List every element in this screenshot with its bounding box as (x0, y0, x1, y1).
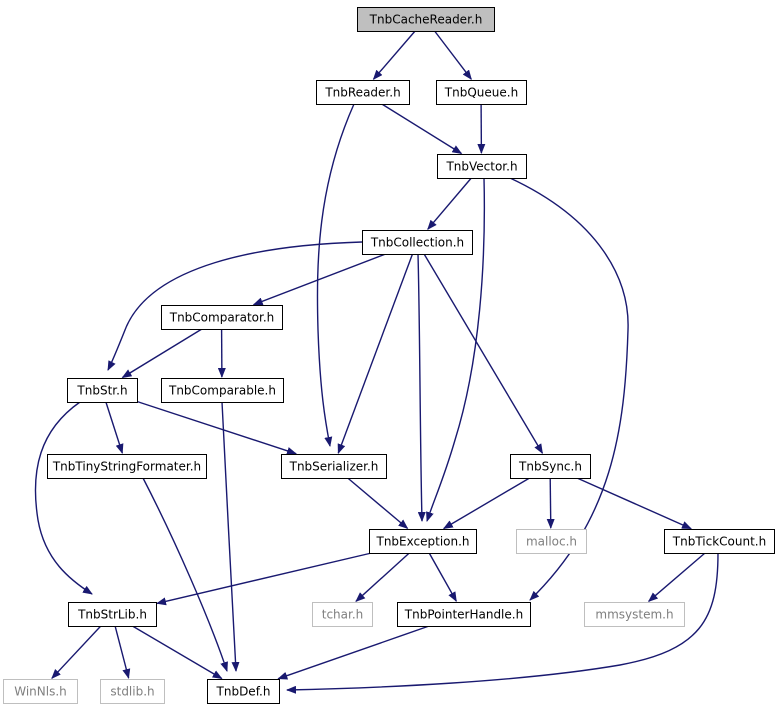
node-box (664, 529, 775, 554)
node-mmsystem: mmsystem.h (584, 602, 685, 627)
edge-collection-to-serializer (337, 253, 414, 455)
edge-serializer-to-exception (347, 477, 409, 530)
node-label: WinNls.h (14, 685, 67, 699)
edge-comparable-to-def (221, 401, 240, 672)
node-collection[interactable]: TnbCollection.h (362, 230, 473, 255)
edge-comparator-to-str (121, 328, 203, 379)
node-tchar: tchar.h (312, 602, 373, 627)
edge-tick-to-mmsystem (647, 552, 706, 602)
node-vector[interactable]: TnbVector.h (437, 154, 527, 179)
node-label: TnbCollection.h (370, 236, 464, 250)
node-box (161, 305, 283, 330)
node-box (3, 679, 78, 704)
node-label: malloc.h (526, 535, 577, 549)
node-box (397, 602, 531, 627)
node-box (67, 378, 138, 403)
edge-str-to-tiny (105, 401, 124, 454)
edge-exception-to-pointer (428, 552, 457, 602)
node-tiny[interactable]: TnbTinyStringFormater.h (47, 454, 207, 479)
edge-tiny-to-def (142, 477, 228, 672)
node-strlib[interactable]: TnbStrLib.h (68, 602, 157, 627)
edge-sync-to-exception (442, 477, 530, 530)
node-cache-reader[interactable]: TnbCacheReader.h (357, 7, 495, 32)
edge-collection-to-sync (423, 253, 544, 454)
node-label: TnbDef.h (216, 685, 271, 699)
edge-vector-to-pointer (509, 177, 629, 601)
node-serializer[interactable]: TnbSerializer.h (281, 454, 387, 479)
edge-exception-to-tchar (355, 552, 410, 602)
node-label: TnbSync.h (518, 460, 582, 474)
node-label: TnbComparator.h (169, 311, 275, 325)
node-label: TnbStr.h (76, 384, 127, 398)
node-box (312, 602, 373, 627)
node-label: TnbStrLib.h (77, 608, 147, 622)
node-comparable[interactable]: TnbComparable.h (161, 378, 284, 403)
node-label: TnbComparable.h (168, 384, 276, 398)
node-box (357, 7, 495, 32)
node-box (68, 602, 157, 627)
node-label: TnbTinyStringFormater.h (52, 460, 201, 474)
node-box (436, 80, 527, 105)
node-box (100, 679, 165, 704)
node-label: stdlib.h (110, 685, 154, 699)
node-tick[interactable]: TnbTickCount.h (664, 529, 775, 554)
node-winnls: WinNls.h (3, 679, 78, 704)
node-label: TnbVector.h (445, 160, 517, 174)
node-label: TnbException.h (375, 535, 469, 549)
edge-exception-to-strlib (156, 552, 372, 606)
node-stdlib: stdlib.h (100, 679, 165, 704)
edge-cache-reader-to-queue (434, 30, 472, 80)
node-label: TnbQueue.h (444, 86, 518, 100)
node-label: TnbSerializer.h (289, 460, 379, 474)
node-label: TnbCacheReader.h (369, 13, 483, 27)
node-box (207, 679, 280, 704)
edge-reader-to-vector (381, 103, 463, 155)
node-comparator[interactable]: TnbComparator.h (161, 305, 283, 330)
node-label: TnbTickCount.h (672, 535, 766, 549)
node-label: TnbPointerHandle.h (404, 608, 523, 622)
edge-reader-to-serializer (316, 103, 355, 447)
node-malloc: malloc.h (516, 529, 587, 554)
node-box (516, 529, 587, 554)
edge-vector-to-collection (427, 177, 472, 230)
edges-layer (34, 30, 719, 694)
edge-cache-reader-to-reader (372, 30, 416, 80)
edge-str-to-strlib (34, 401, 93, 595)
node-box (584, 602, 685, 627)
node-sync[interactable]: TnbSync.h (510, 454, 591, 479)
node-def[interactable]: TnbDef.h (207, 679, 280, 704)
edge-collection-to-comparator (252, 253, 386, 306)
node-reader[interactable]: TnbReader.h (316, 80, 410, 105)
node-box (437, 154, 527, 179)
edge-strlib-to-winnls (51, 625, 102, 680)
node-label: tchar.h (322, 608, 364, 622)
edge-tick-to-def (286, 552, 719, 694)
node-box (316, 80, 410, 105)
edge-strlib-to-stdlib (114, 625, 131, 679)
edge-collection-to-str (107, 241, 363, 371)
edge-sync-to-malloc (546, 477, 555, 529)
node-pointer[interactable]: TnbPointerHandle.h (397, 602, 531, 627)
edge-pointer-to-def (277, 625, 430, 680)
node-box (47, 454, 207, 479)
node-label: mmsystem.h (595, 608, 673, 622)
node-queue[interactable]: TnbQueue.h (436, 80, 527, 105)
edge-vector-to-exception (426, 177, 486, 522)
node-box (362, 230, 473, 255)
node-box (281, 454, 387, 479)
node-box (161, 378, 284, 403)
edge-str-to-serializer (136, 400, 297, 455)
node-exception[interactable]: TnbException.h (369, 529, 477, 554)
edge-collection-to-exception (417, 253, 426, 522)
node-str[interactable]: TnbStr.h (67, 378, 138, 403)
edge-strlib-to-def (132, 625, 223, 680)
node-box (369, 529, 477, 554)
node-label: TnbReader.h (324, 86, 400, 100)
edge-sync-to-tick (576, 477, 692, 530)
node-box (510, 454, 591, 479)
